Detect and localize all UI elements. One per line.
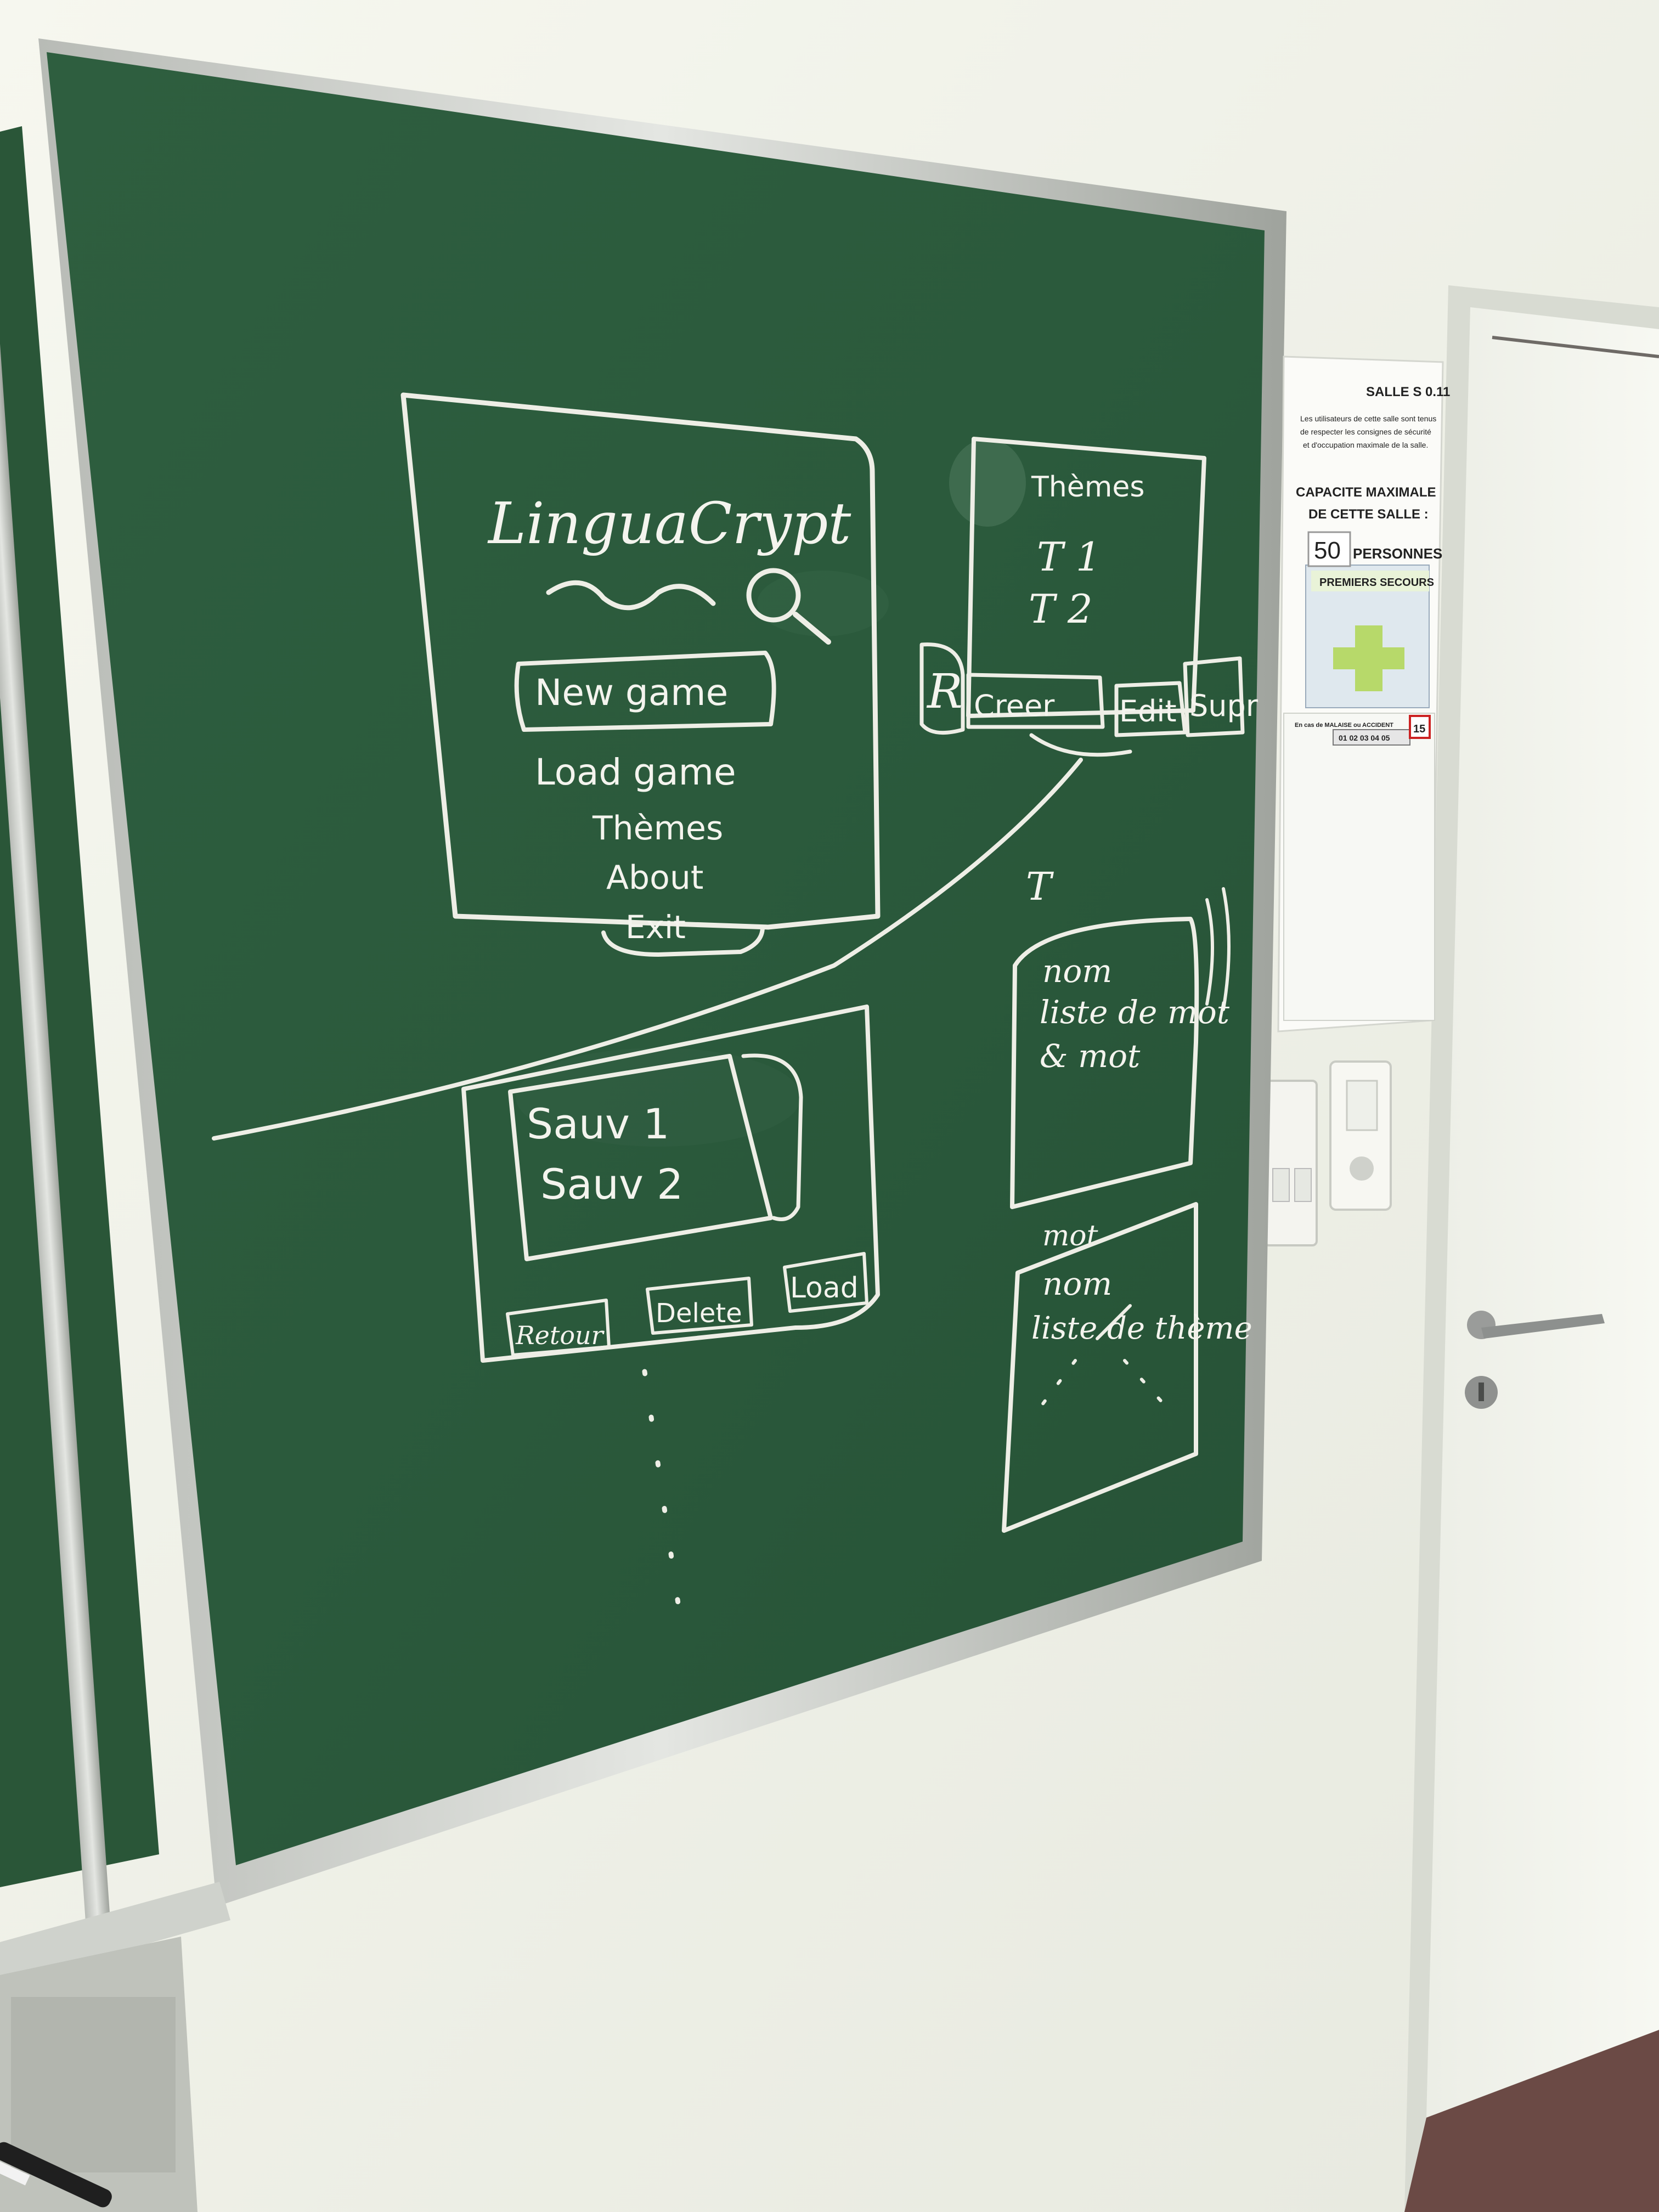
sign-emergency-number: 15: [1413, 723, 1425, 735]
save-return-button[interactable]: Retour: [515, 1321, 605, 1350]
menu-exit[interactable]: Exit: [625, 909, 686, 946]
save-sketch: [461, 1005, 880, 1621]
themes-item-1[interactable]: T 1: [1037, 534, 1101, 580]
save-delete-button[interactable]: Delete: [656, 1298, 742, 1329]
edit-word-list[interactable]: liste de mot: [1040, 994, 1230, 1031]
chalk-tray: [0, 1882, 230, 2212]
menu-new-game[interactable]: New game: [535, 672, 728, 714]
sign-emergency-title: En cas de MALAISE ou ACCIDENT: [1295, 722, 1393, 729]
menu-load-game[interactable]: Load game: [535, 751, 736, 793]
marker-pen[interactable]: [0, 2140, 114, 2210]
save-slot-1[interactable]: Sauv 1: [527, 1099, 669, 1148]
edit-word-item[interactable]: & mot: [1040, 1037, 1141, 1075]
create-theme-list[interactable]: liste de thème: [1031, 1311, 1252, 1346]
save-load-button[interactable]: Load: [790, 1272, 859, 1305]
create-name-field[interactable]: nom: [1042, 1265, 1112, 1302]
switch-panel[interactable]: [1263, 1080, 1318, 1246]
door: [1404, 285, 1659, 2212]
sign-room-number: SALLE S 0.11: [1366, 385, 1450, 399]
edit-panel-marker: T: [1026, 864, 1054, 909]
themes-item-2[interactable]: T 2: [1029, 586, 1093, 632]
sign-first-aid: PREMIERS SECOURS: [1319, 577, 1434, 589]
left-board: [0, 126, 159, 1887]
themes-delete-button[interactable]: Supr: [1189, 689, 1259, 723]
menu-themes[interactable]: Thèmes: [592, 809, 723, 848]
door-handle[interactable]: [1465, 1311, 1605, 1409]
menu-about[interactable]: About: [606, 859, 703, 897]
sign-rule-line-2: de respecter les consignes de sécurité: [1300, 427, 1431, 436]
menu-sketch: [400, 392, 881, 957]
edit-sketch: [1010, 887, 1231, 1209]
light-switch[interactable]: [1329, 1060, 1392, 1211]
sign-phone-number: 01 02 03 04 05: [1339, 733, 1390, 742]
sign-rule-line-3: et d'occupation maximale de la salle.: [1303, 441, 1428, 449]
create-panel-marker: mot: [1042, 1220, 1098, 1252]
save-slot-2[interactable]: Sauv 2: [540, 1160, 683, 1209]
menu-title: LinguaCrypt: [487, 490, 851, 557]
edit-name-field[interactable]: nom: [1042, 952, 1112, 990]
themes-edit-button[interactable]: Edit: [1119, 694, 1177, 729]
create-sketch: [1002, 1202, 1198, 1533]
themes-return-button[interactable]: R: [926, 664, 963, 719]
themes-title: Thèmes: [1031, 471, 1144, 504]
flow-arrow: [212, 758, 1083, 1141]
sign-capacity-unit: PERSONNES: [1353, 545, 1442, 562]
sign-capacity-value: 50: [1314, 537, 1341, 564]
room-safety-sign: [1277, 356, 1444, 1032]
sign-rule-line-1: Les utilisateurs de cette salle sont ten…: [1300, 414, 1436, 423]
themes-create-button[interactable]: Creer: [974, 689, 1055, 723]
themes-sketch: [919, 437, 1245, 757]
sign-capacity-heading-2: DE CETTE SALLE :: [1308, 507, 1429, 522]
sign-capacity-heading-1: CAPACITE MAXIMALE: [1296, 485, 1436, 500]
